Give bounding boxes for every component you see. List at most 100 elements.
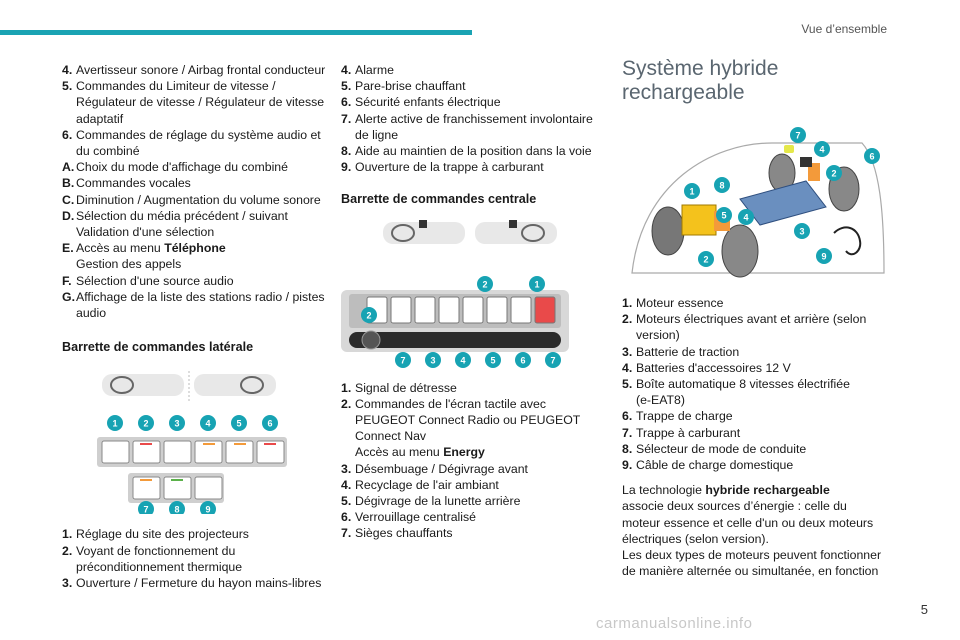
item-number: 1. xyxy=(622,296,633,310)
svg-text:5: 5 xyxy=(721,211,726,221)
lateral-bar-figure: 1 2 3 4 5 6 7 8 9 xyxy=(97,371,287,515)
item-text: Trappe à carburant xyxy=(636,425,741,440)
svg-text:8: 8 xyxy=(719,181,724,191)
svg-text:4: 4 xyxy=(205,419,210,429)
item-number: 7. xyxy=(341,526,352,541)
list-item: 6.Trappe de charge xyxy=(622,408,892,424)
svg-text:7: 7 xyxy=(795,131,800,141)
list-item: G.Affichage de la liste des stations rad… xyxy=(62,289,327,321)
svg-text:6: 6 xyxy=(267,419,272,429)
item-number: 4. xyxy=(622,360,633,375)
svg-text:1: 1 xyxy=(534,279,539,289)
item-text: Ouverture / Fermeture du hayon mains-lib… xyxy=(76,576,322,591)
item-number: 2. xyxy=(62,543,73,558)
control-panel-row-2 xyxy=(128,473,224,504)
column-1: 4.Avertisseur sonore / Airbag frontal co… xyxy=(62,62,327,591)
page-number: 5 xyxy=(920,602,928,617)
item-number: B. xyxy=(62,176,75,191)
item-number: 8. xyxy=(622,441,633,456)
item-number: 3. xyxy=(622,344,633,359)
item-text: Sécurité enfants électrique xyxy=(355,95,501,110)
list-item: A.Choix du mode d'affichage du combiné xyxy=(62,159,327,175)
svg-text:3: 3 xyxy=(799,227,804,237)
item-text: Aide au maintien de la position dans la … xyxy=(355,144,592,159)
list-item: 5.Commandes du Limiteur de vitesse /Régu… xyxy=(62,78,327,127)
item-text: Verrouillage centralisé xyxy=(355,510,476,525)
item-number: 3. xyxy=(62,576,73,591)
section-title: Vue d’ensemble xyxy=(801,22,887,36)
svg-text:2: 2 xyxy=(831,169,836,179)
svg-text:9: 9 xyxy=(821,252,826,262)
figure-callouts: 1 2 3 4 5 6 7 8 9 xyxy=(107,415,278,515)
figure-callouts: 7 4 2 6 1 8 5 4 3 2 9 xyxy=(684,127,880,267)
item-number: 6. xyxy=(622,409,633,424)
svg-text:2: 2 xyxy=(366,310,371,320)
svg-text:9: 9 xyxy=(205,505,210,515)
item-number: E. xyxy=(62,241,74,256)
list-item: 6.Sécurité enfants électrique xyxy=(341,94,603,110)
list-item: 1.Signal de détresse xyxy=(341,380,603,396)
item-number: G. xyxy=(62,289,75,304)
central-bar-figure: 2 1 2 7 3 4 5 6 7 xyxy=(341,219,569,368)
svg-text:1: 1 xyxy=(112,419,117,429)
item-text: Commandes du Limiteur de vitesse /Régula… xyxy=(76,79,325,126)
heading-central-bar: Barrette de commandes centrale xyxy=(341,192,537,207)
item-text: Batteries d'accessoires 12 V xyxy=(636,360,791,375)
svg-text:3: 3 xyxy=(174,419,179,429)
list-item: 5.Boîte automatique 8 vitesses électrifi… xyxy=(622,376,892,408)
item-number xyxy=(341,444,355,460)
item-number: 1. xyxy=(341,380,352,395)
list-item: 7.Sièges chauffants xyxy=(341,525,603,541)
item-number: 9. xyxy=(622,458,633,473)
item-text: Accès au menu Energy xyxy=(355,445,485,460)
item-number: 8. xyxy=(341,144,352,159)
list-item: 6.Verrouillage centralisé xyxy=(341,509,603,525)
item-text: Trappe de charge xyxy=(636,409,733,424)
svg-text:4: 4 xyxy=(743,213,748,223)
svg-text:3: 3 xyxy=(430,355,435,365)
item-number: 5. xyxy=(341,494,352,509)
list-item: B.Commandes vocales xyxy=(62,175,327,191)
list-item: 7.Trappe à carburant xyxy=(622,425,892,441)
item-text: Recyclage de l'air ambiant xyxy=(355,477,499,492)
item-number: 1. xyxy=(62,527,73,542)
list-item: 6.Commandes de réglage du système audio … xyxy=(62,127,327,159)
svg-text:2: 2 xyxy=(482,279,487,289)
item-number: 5. xyxy=(622,377,633,392)
svg-text:5: 5 xyxy=(236,419,241,429)
svg-text:2: 2 xyxy=(703,255,708,265)
svg-text:2: 2 xyxy=(143,419,148,429)
svg-text:7: 7 xyxy=(143,505,148,515)
item-text: Commandes de réglage du système audio et… xyxy=(76,127,321,159)
center-console xyxy=(341,289,569,352)
list-item: 7.Alerte active de franchissement involo… xyxy=(341,111,603,143)
list-item: 4.Recyclage de l'air ambiant xyxy=(341,477,603,493)
list-item: 5.Dégivrage de la lunette arrière xyxy=(341,493,603,509)
item-text: Choix du mode d'affichage du combiné xyxy=(76,160,288,175)
item-number: 2. xyxy=(341,396,352,411)
item-text: Moteurs électriques avant et arrière (se… xyxy=(636,312,867,343)
svg-text:7: 7 xyxy=(400,355,405,365)
steering-wheel-icon xyxy=(383,219,557,244)
list-item: 4.Alarme xyxy=(341,62,603,78)
list-item: D.Sélection du média précédent / suivant… xyxy=(62,208,327,240)
item-number: 3. xyxy=(341,461,352,476)
list-item: 3.Ouverture / Fermeture du hayon mains-l… xyxy=(62,575,327,591)
list-item: 4.Avertisseur sonore / Airbag frontal co… xyxy=(62,62,327,78)
item-number: C. xyxy=(62,192,75,207)
list-item: 8.Aide au maintien de la position dans l… xyxy=(341,143,603,159)
item-text: Commandes vocales xyxy=(76,176,191,191)
accessory-battery xyxy=(800,157,812,167)
list-item: F.Sélection d'une source audio xyxy=(62,273,327,289)
figure-callouts: 2 1 2 7 3 4 5 6 7 xyxy=(361,275,561,368)
list-item: C.Diminution / Augmentation du volume so… xyxy=(62,192,327,208)
fuel-flap xyxy=(784,145,794,153)
item-text: Alarme xyxy=(355,63,394,77)
